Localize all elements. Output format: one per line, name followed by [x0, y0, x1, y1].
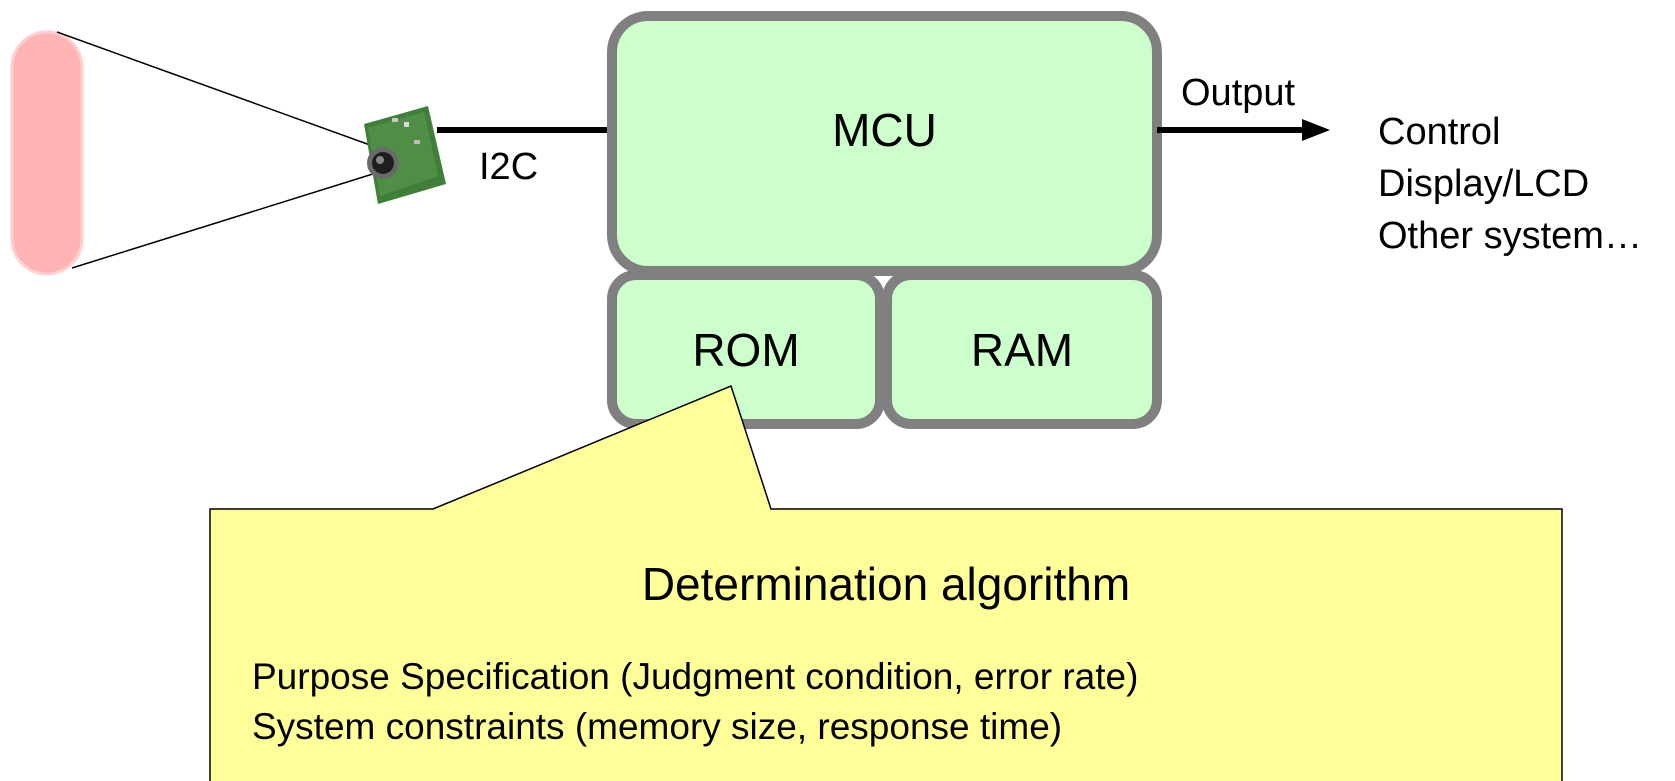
callout-line-purpose: Purpose Specification (Judgment conditio… [252, 656, 1139, 697]
mcu-block [607, 11, 1162, 276]
callout-line-constraints: System constraints (memory size, respons… [252, 706, 1063, 747]
output-target-display: Display/LCD [1378, 163, 1590, 205]
callout-title: Determination algorithm [641, 558, 1131, 610]
output-targets-list: Control Display/LCD Other system… [1378, 106, 1642, 262]
target-object [10, 30, 84, 276]
mcu-label: MCU [832, 104, 937, 156]
callout-box [209, 384, 1563, 781]
output-label: Output [1181, 72, 1296, 114]
ram-label: RAM [970, 324, 1074, 376]
thermal-sensor-icon [364, 106, 446, 204]
callout-body: Purpose Specification (Judgment conditio… [252, 652, 1138, 752]
output-target-other: Other system… [1378, 215, 1642, 257]
fov-line-bottom [71, 172, 377, 269]
rom-label: ROM [692, 324, 800, 376]
fov-line-top [56, 31, 371, 146]
ram-block [882, 270, 1162, 429]
rom-block [607, 270, 885, 429]
output-arrow-head [1302, 119, 1330, 141]
output-target-control: Control [1378, 111, 1501, 153]
i2c-label: I2C [479, 146, 539, 188]
